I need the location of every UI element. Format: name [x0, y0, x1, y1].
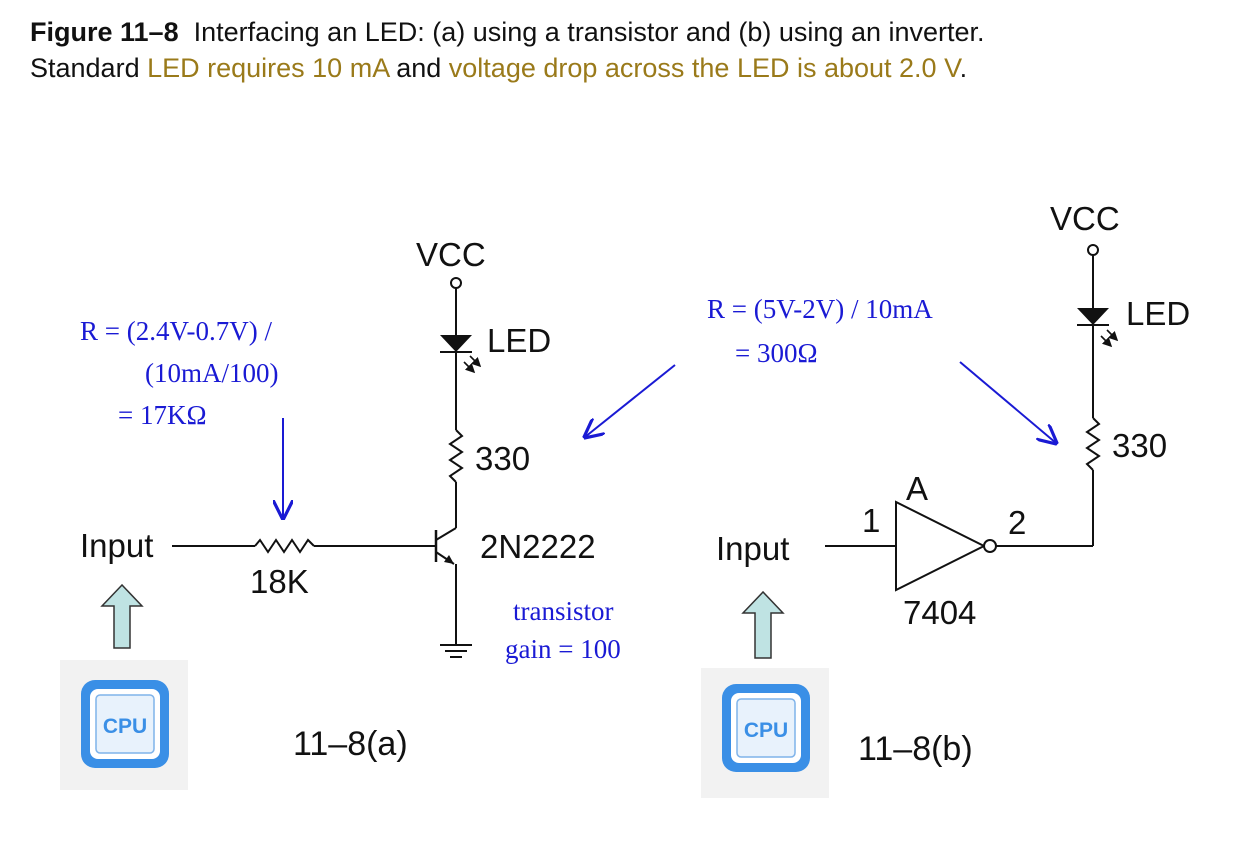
formula-b-line-2: = 300Ω — [735, 338, 818, 368]
caption-highlight-voltage: voltage drop across the LED is about 2.0… — [448, 53, 960, 83]
figure-label: Figure 11–8 — [30, 17, 179, 47]
circuit-b: VCC LED 330 A 1 2 7404 Input R = (5V-2V)… — [585, 200, 1190, 798]
ground-icon — [440, 644, 472, 658]
annotation-arrow-left — [585, 364, 676, 437]
subfigure-label-b: 11–8(b) — [858, 730, 973, 768]
cpu-label-b: CPU — [744, 719, 788, 742]
up-arrow-icon-b — [741, 590, 785, 659]
up-arrow-icon-a — [100, 583, 144, 649]
caption-text: Standard — [30, 53, 148, 83]
circuit-a: VCC LED 330 2N2222 Input — [60, 236, 621, 790]
led-label-b: LED — [1126, 295, 1190, 332]
formula-a-line-3: = 17KΩ — [118, 400, 207, 430]
pin-1-label: 1 — [862, 502, 880, 539]
led-icon-a — [440, 335, 482, 374]
gate-part-label: 7404 — [903, 594, 976, 631]
caption-text: . — [959, 53, 968, 83]
resistor-330-label-a: 330 — [475, 440, 530, 477]
transistor-label: 2N2222 — [480, 528, 596, 565]
caption-highlight-current: LED requires 10 mA — [147, 53, 389, 83]
cpu-icon-a: CPU — [60, 660, 188, 790]
formula-a-line-1: R = (2.4V-0.7V) / — [80, 316, 272, 346]
led-label-a: LED — [487, 322, 551, 359]
vcc-label-b: VCC — [1050, 200, 1120, 237]
subfigure-label-a: 11–8(a) — [293, 725, 408, 763]
figure-caption: Figure 11–8 Interfacing an LED: (a) usin… — [30, 14, 985, 86]
input-label-b: Input — [716, 530, 789, 567]
pin-2-label: 2 — [1008, 504, 1026, 541]
gate-name-label: A — [906, 470, 928, 507]
cpu-label-a: CPU — [103, 715, 147, 738]
vcc-label-a: VCC — [416, 236, 486, 273]
vcc-terminal-b — [1087, 244, 1099, 256]
gain-line-2: gain = 100 — [505, 634, 621, 664]
caption-line-2: Standard LED requires 10 mA and voltage … — [30, 50, 985, 86]
resistor-330-b — [1085, 417, 1101, 471]
led-icon-b — [1077, 308, 1119, 348]
inverter-gate-icon — [895, 500, 997, 592]
resistor-18k-label: 18K — [250, 563, 309, 600]
input-label-a: Input — [80, 527, 153, 564]
gain-line-1: transistor — [513, 596, 614, 626]
caption-text: and — [388, 53, 449, 83]
resistor-330-label-b: 330 — [1112, 427, 1167, 464]
vcc-terminal-a — [450, 277, 462, 289]
resistor-330-a — [448, 429, 464, 483]
cpu-icon-b: CPU — [701, 668, 829, 798]
caption-line-1: Figure 11–8 Interfacing an LED: (a) usin… — [30, 14, 985, 50]
formula-b-line-1: R = (5V-2V) / 10mA — [707, 294, 933, 324]
formula-a-line-2: (10mA/100) — [145, 358, 278, 388]
resistor-18k — [254, 538, 315, 554]
caption-title: Interfacing an LED: (a) using a transist… — [193, 17, 985, 47]
npn-transistor-icon — [434, 527, 457, 565]
annotation-arrow-right — [959, 361, 1056, 443]
